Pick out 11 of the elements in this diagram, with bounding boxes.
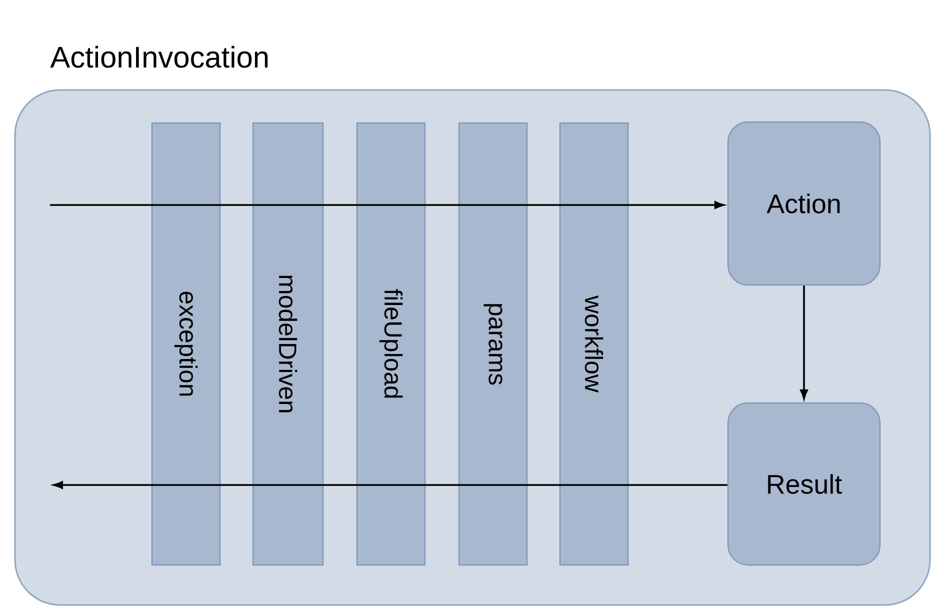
interceptor-bar: exception xyxy=(151,122,221,566)
arrow xyxy=(800,286,808,400)
interceptor-bar: workflow xyxy=(559,122,629,566)
arrow xyxy=(53,481,728,489)
process-box: Result xyxy=(727,402,881,566)
process-box: Action xyxy=(727,121,881,286)
interceptor-bar: modelDriven xyxy=(252,122,324,566)
interceptor-bar: params xyxy=(458,122,528,566)
arrow xyxy=(50,201,724,209)
interceptor-bar: fileUpload xyxy=(356,122,426,566)
node-label: ActionInvocation xyxy=(50,46,268,68)
